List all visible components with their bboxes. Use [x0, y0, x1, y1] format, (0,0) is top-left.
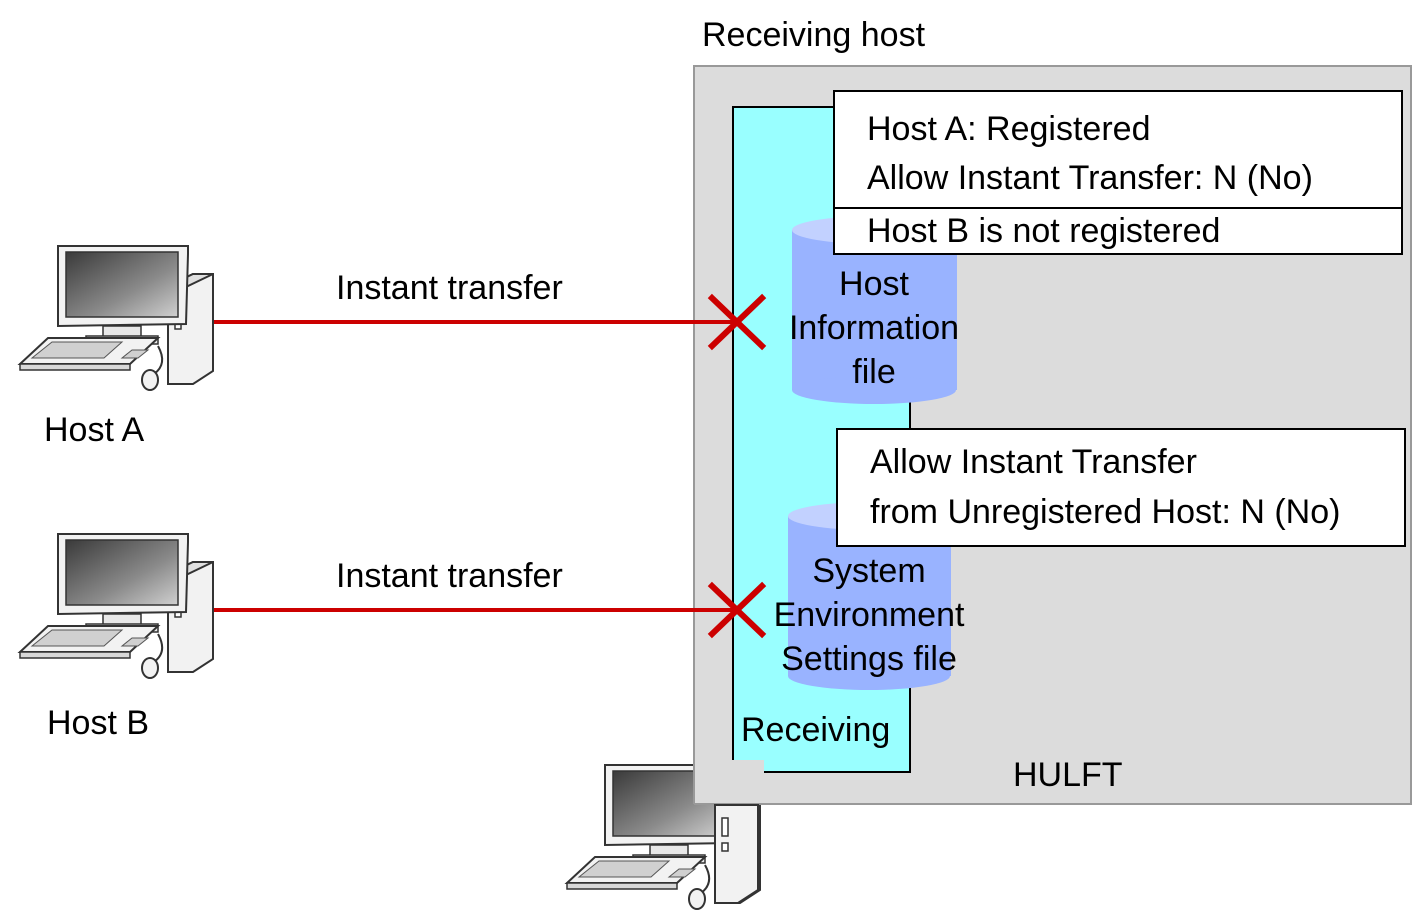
- hulft-label: HULFT: [1013, 756, 1123, 794]
- receiving-host-title: Receiving host: [702, 16, 926, 54]
- host-b-transfer-label: Instant transfer: [336, 557, 563, 595]
- host-a-transfer-label: Instant transfer: [336, 269, 563, 307]
- host-b-status-box: Host B is not registered: [833, 207, 1403, 255]
- host-information-file-label: Host Information file: [788, 265, 960, 391]
- allow-instant-transfer-text: Allow Instant Transfer: N (No): [867, 159, 1313, 197]
- receiving-label: Receiving: [741, 711, 891, 749]
- host-info-settings-box: Host A: Registered Allow Instant Transfe…: [833, 90, 1403, 209]
- sys-env-settings-box: Allow Instant Transfer from Unregistered…: [836, 428, 1406, 547]
- system-environment-settings-file-label: System Environment Settings file: [773, 552, 965, 678]
- host-b-not-registered-text: Host B is not registered: [867, 212, 1221, 250]
- allow-instant-transfer-unregistered-line2: from Unregistered Host: N (No): [870, 493, 1341, 531]
- host-a-label: Host A: [44, 411, 145, 449]
- blocked-x-icon: [707, 293, 767, 351]
- allow-instant-transfer-unregistered-line1: Allow Instant Transfer: [870, 443, 1197, 481]
- blocked-x-icon: [707, 581, 767, 639]
- host-b-label: Host B: [47, 704, 150, 742]
- host-a-registered-text: Host A: Registered: [867, 110, 1151, 148]
